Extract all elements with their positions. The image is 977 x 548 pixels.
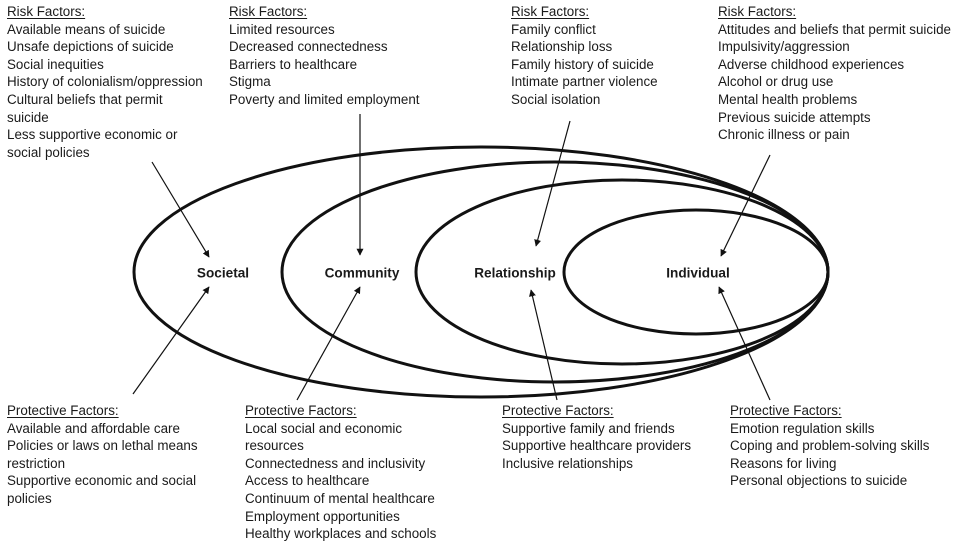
risk-factors-heading: Risk Factors: [511,4,590,19]
risk-factor-item: Family history of suicide [511,56,654,72]
community-risk-factors: Risk Factors: Limited resources Decrease… [229,3,420,109]
individual-risk-arrow [720,154,771,257]
societal-label: Societal [196,265,250,281]
risk-factor-item: Mental health problems [718,91,858,107]
relationship-protective-arrow [529,289,558,401]
protective-factor-item: Reasons for living [730,455,837,471]
protective-factor-item: Healthy workplaces and schools [245,526,437,542]
risk-factor-item: Less supportive economic or [7,127,178,143]
risk-factor-item: Cultural beliefs that permit [7,91,163,107]
protective-factor-item: Connectedness and inclusivity [245,455,426,471]
protective-factor-item: Employment opportunities [245,508,400,524]
risk-factor-item: Barriers to healthcare [229,56,358,72]
risk-factor-item: Attitudes and beliefs that permit suicid… [718,21,951,37]
protective-factor-item: Supportive economic and social [7,473,197,489]
risk-factor-item: Intimate partner violence [511,74,658,90]
risk-factor-item: Chronic illness or pain [718,127,850,143]
protective-factors-heading: Protective Factors: [245,403,357,418]
risk-factor-item: Impulsivity/aggression [718,39,850,55]
protective-factor-item: Emotion regulation skills [730,420,875,436]
risk-factor-item: suicide [7,109,49,125]
relationship-risk-factors: Risk Factors: Family conflict Relationsh… [511,3,658,109]
protective-factor-item: Personal objections to suicide [730,473,908,489]
individual-ellipse [562,208,830,336]
risk-factor-item: Social inequities [7,56,104,72]
protective-factor-item: Local social and economic [245,420,403,436]
protective-factor-item: Policies or laws on lethal means [7,438,198,454]
protective-factor-item: Supportive healthcare providers [502,438,692,454]
individual-risk-factors: Risk Factors: Attitudes and beliefs that… [718,3,951,144]
risk-factors-heading: Risk Factors: [229,4,308,19]
risk-factor-item: Family conflict [511,21,596,37]
risk-factor-item: Limited resources [229,21,335,37]
societal-protective-factors: Protective Factors: Available and afford… [7,402,198,508]
relationship-risk-arrow [534,120,571,247]
protective-factor-item: Available and affordable care [7,420,180,436]
risk-factor-item: Decreased connectedness [229,39,388,55]
community-protective-arrow [296,286,361,401]
risk-factor-item: Previous suicide attempts [718,109,871,125]
protective-factor-item: restriction [7,455,66,471]
protective-factor-item: policies [7,490,52,506]
risk-factor-item: Social isolation [511,91,601,107]
individual-protective-factors: Protective Factors: Emotion regulation s… [730,402,929,490]
risk-factor-item: Stigma [229,74,271,90]
risk-factor-item: social policies [7,144,90,160]
protective-factor-item: Coping and problem-solving skills [730,438,930,454]
protective-factors-heading: Protective Factors: [730,403,842,418]
risk-factor-item: Poverty and limited employment [229,91,420,107]
risk-factor-item: History of colonialism/oppression [7,74,203,90]
protective-factors-heading: Protective Factors: [502,403,614,418]
societal-risk-factors: Risk Factors: Available means of suicide… [7,3,203,161]
individual-label: Individual [666,265,730,281]
protective-factor-item: Access to healthcare [245,473,370,489]
relationship-label: Relationship [474,265,556,281]
protective-factor-item: resources [245,438,304,454]
risk-factors-heading: Risk Factors: [718,4,797,19]
risk-factor-item: Alcohol or drug use [718,74,834,90]
protective-factor-item: Continuum of mental healthcare [245,490,435,506]
societal-risk-arrow [151,161,210,258]
protective-factors-heading: Protective Factors: [7,403,119,418]
community-label: Community [324,265,400,281]
relationship-protective-factors: Protective Factors: Supportive family an… [502,402,691,472]
community-protective-factors: Protective Factors: Local social and eco… [245,402,436,543]
risk-factor-item: Adverse childhood experiences [718,56,905,72]
protective-factor-item: Supportive family and friends [502,420,675,436]
risk-factor-item: Unsafe depictions of suicide [7,39,174,55]
societal-protective-arrow [132,286,210,395]
risk-factor-item: Relationship loss [511,39,613,55]
risk-factors-heading: Risk Factors: [7,4,86,19]
protective-factor-item: Inclusive relationships [502,455,633,471]
individual-protective-arrow [718,286,771,401]
risk-factor-item: Available means of suicide [7,21,166,37]
